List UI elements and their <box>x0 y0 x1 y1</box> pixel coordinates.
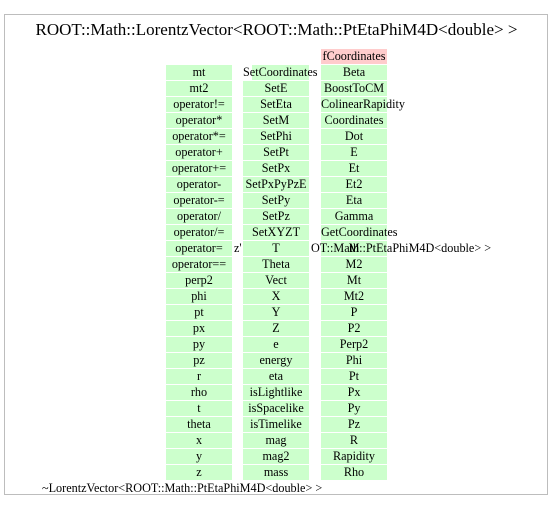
method-px[interactable]: px <box>166 321 232 336</box>
diagram-title: ROOT::Math::LorentzVector<ROOT::Math::Pt… <box>35 20 518 39</box>
method-setpy[interactable]: SetPy <box>243 193 309 208</box>
method-operator-div[interactable]: operator/ <box>166 209 232 224</box>
method-pz[interactable]: Pz <box>321 417 387 432</box>
constructor-label[interactable]: z'OT::Math::PtEtaPhiM4D<double> > <box>234 241 492 255</box>
method-seteta[interactable]: SetEta <box>243 97 309 112</box>
diagram-frame <box>4 14 548 495</box>
method-setpx[interactable]: SetPx <box>243 161 309 176</box>
method-operator-mul[interactable]: operator* <box>166 113 232 128</box>
method-x[interactable]: x <box>166 433 232 448</box>
method-y[interactable]: y <box>166 449 232 464</box>
method-setxyzt[interactable]: SetXYZT <box>243 225 309 240</box>
method-boosttocm[interactable]: BoostToCM <box>321 81 387 96</box>
method-mass[interactable]: mass <box>243 465 309 480</box>
method-m2[interactable]: M2 <box>321 257 387 272</box>
method-theta[interactable]: theta <box>166 417 232 432</box>
method-p2[interactable]: P2 <box>321 321 387 336</box>
method-t[interactable]: T <box>243 241 309 256</box>
method-r[interactable]: r <box>166 369 232 384</box>
method-mag2[interactable]: mag2 <box>243 449 309 464</box>
method-mt2[interactable]: Mt2 <box>321 289 387 304</box>
method-operator-div-assign[interactable]: operator/= <box>166 225 232 240</box>
method-p[interactable]: P <box>321 305 387 320</box>
method-phi[interactable]: Phi <box>321 353 387 368</box>
method-perp2[interactable]: perp2 <box>166 273 232 288</box>
method-isspacelike[interactable]: isSpacelike <box>243 401 309 416</box>
method-eta[interactable]: Eta <box>321 193 387 208</box>
method-theta[interactable]: Theta <box>243 257 309 272</box>
method-colinearrapidity[interactable]: ColinearRapidity <box>321 97 405 112</box>
method-operator-plus[interactable]: operator+ <box>166 145 232 160</box>
method-rho[interactable]: rho <box>166 385 232 400</box>
member-fcoordinates[interactable]: fCoordinates <box>321 49 387 64</box>
method-vect[interactable]: Vect <box>243 273 309 288</box>
method-y[interactable]: Y <box>243 305 309 320</box>
method-setpt[interactable]: SetPt <box>243 145 309 160</box>
method-coordinates[interactable]: Coordinates <box>321 113 387 128</box>
method-setm[interactable]: SetM <box>243 113 309 128</box>
destructor-label[interactable]: ~LorentzVector<ROOT::Math::PtEtaPhiM4D<d… <box>42 481 323 495</box>
method-pt[interactable]: pt <box>166 305 232 320</box>
method-eta[interactable]: eta <box>243 369 309 384</box>
method-py[interactable]: Py <box>321 401 387 416</box>
method-mag[interactable]: mag <box>243 433 309 448</box>
method-px[interactable]: Px <box>321 385 387 400</box>
constructor-label-tail: OT::Math::PtEtaPhiM4D<double> > <box>311 241 492 255</box>
method-mt[interactable]: Mt <box>321 273 387 288</box>
method-getcoordinates[interactable]: GetCoordinates <box>321 225 398 240</box>
method-operator-mul-assign[interactable]: operator*= <box>166 129 232 144</box>
method-setpxpypze[interactable]: SetPxPyPzE <box>243 177 309 192</box>
method-setcoordinates[interactable]: SetCoordinates <box>243 65 318 80</box>
method-e[interactable]: e <box>243 337 309 352</box>
method-t[interactable]: t <box>166 401 232 416</box>
method-x[interactable]: X <box>243 289 309 304</box>
method-rho[interactable]: Rho <box>321 465 387 480</box>
method-beta[interactable]: Beta <box>321 65 387 80</box>
method-mt[interactable]: mt <box>166 65 232 80</box>
method-islightlike[interactable]: isLightlike <box>243 385 309 400</box>
method-operator-plus-assign[interactable]: operator+= <box>166 161 232 176</box>
method-operator-minus-assign[interactable]: operator-= <box>166 193 232 208</box>
method-setphi[interactable]: SetPhi <box>243 129 309 144</box>
method-operator-eq[interactable]: operator== <box>166 257 232 272</box>
method-phi[interactable]: phi <box>166 289 232 304</box>
method-pz[interactable]: pz <box>166 353 232 368</box>
method-mt2[interactable]: mt2 <box>166 81 232 96</box>
method-py[interactable]: py <box>166 337 232 352</box>
method-operator-neq[interactable]: operator!= <box>166 97 232 112</box>
method-z[interactable]: Z <box>243 321 309 336</box>
method-operator-minus[interactable]: operator- <box>166 177 232 192</box>
method-z[interactable]: z <box>166 465 232 480</box>
method-r[interactable]: R <box>321 433 387 448</box>
method-m[interactable]: M <box>321 241 387 256</box>
method-operator-assign[interactable]: operator= <box>166 241 232 256</box>
method-pt[interactable]: Pt <box>321 369 387 384</box>
method-et[interactable]: Et <box>321 161 387 176</box>
method-rapidity[interactable]: Rapidity <box>321 449 387 464</box>
method-et2[interactable]: Et2 <box>321 177 387 192</box>
method-perp2[interactable]: Perp2 <box>321 337 387 352</box>
method-energy[interactable]: energy <box>243 353 309 368</box>
method-istimelike[interactable]: isTimelike <box>243 417 309 432</box>
method-sete[interactable]: SetE <box>243 81 309 96</box>
method-dot[interactable]: Dot <box>321 129 387 144</box>
method-e[interactable]: E <box>321 145 387 160</box>
method-gamma[interactable]: Gamma <box>321 209 387 224</box>
method-setpz[interactable]: SetPz <box>243 209 309 224</box>
